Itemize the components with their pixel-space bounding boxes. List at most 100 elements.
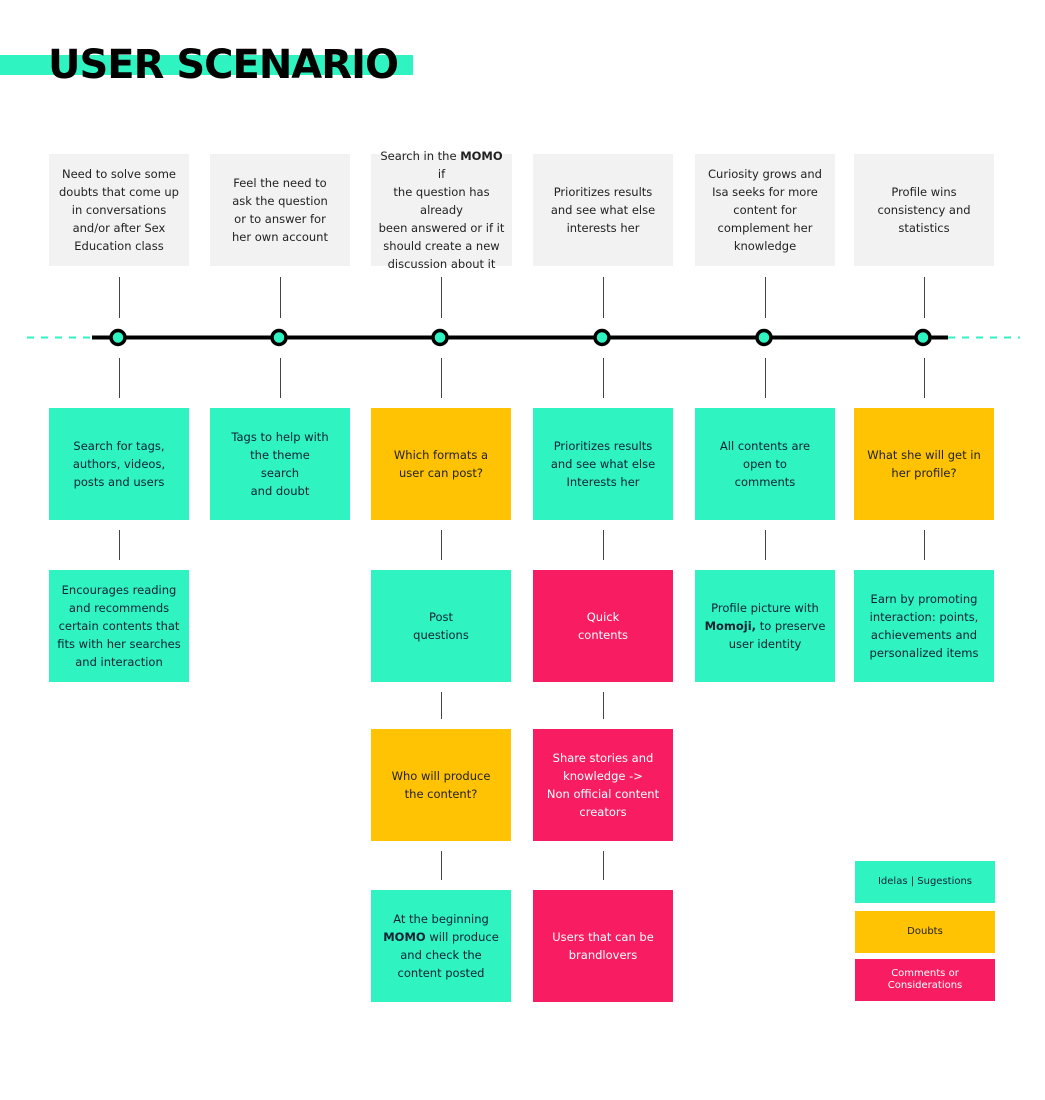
timeline-node: [109, 328, 127, 347]
connector-line: [280, 277, 281, 318]
text-line: content for: [733, 203, 797, 217]
timeline: [27, 328, 1020, 347]
timeline-node: [914, 328, 932, 347]
text-line: Need to solve some: [62, 167, 176, 181]
timeline-node: [270, 328, 288, 347]
text-line: Prioritizes results: [553, 185, 653, 199]
text-line: Momoji, to preserve: [704, 619, 826, 633]
text-line: user can post?: [399, 466, 483, 480]
text-line: Who will produce: [391, 769, 491, 783]
text-line: All contents are: [719, 439, 811, 453]
text-line: and see what else: [550, 457, 656, 471]
connector-line: [603, 692, 604, 719]
text-line: and recommends: [68, 601, 170, 615]
text-line: Isa seeks for more: [712, 185, 818, 199]
connector-line: [603, 851, 604, 880]
context-text: Need to solve some doubts that come up in …: [59, 165, 179, 255]
text-line: interests her: [566, 221, 640, 235]
card-text: Users that can be brandlovers: [552, 928, 654, 964]
connector-line: [441, 277, 442, 318]
text-line: in conversations: [71, 203, 167, 217]
text-line: Feel the need to: [233, 176, 327, 190]
text-line: Post: [428, 610, 454, 624]
text-line: and/or after Sex: [72, 221, 166, 235]
text-line: contents: [577, 628, 629, 642]
title-highlight: [0, 55, 413, 75]
text-line: and interaction: [75, 655, 163, 669]
context-card: Prioritizes results and see what else inte…: [533, 154, 673, 266]
connector-line: [603, 358, 604, 398]
connector-line: [924, 358, 925, 398]
text-line: posts and users: [73, 475, 165, 489]
legend-item: Doubts: [855, 911, 995, 953]
text-line: should create a new: [383, 239, 500, 253]
idea-card: Search for tags, authors, videos, posts an…: [49, 408, 189, 520]
connector-line: [119, 530, 120, 560]
text-line: and doubt: [250, 484, 310, 498]
text-line: fits with her searches: [57, 637, 181, 651]
text-line: content posted: [397, 966, 485, 980]
text-line: comments: [734, 475, 796, 489]
connector-line: [924, 277, 925, 318]
text-line: brandlovers: [568, 948, 638, 962]
connector-line: [765, 358, 766, 398]
idea-card: Post questions: [371, 570, 511, 682]
text-line: authors, videos,: [72, 457, 166, 471]
text-line: Search for tags,: [73, 439, 165, 453]
connector-line: [280, 358, 281, 398]
text-line: Share stories and: [552, 751, 654, 765]
text-line: Non official content: [546, 787, 660, 801]
timeline-node: [593, 328, 611, 347]
connector-line: [603, 530, 604, 560]
text-line: Users that can be: [552, 930, 654, 944]
text-line: knowledge ->: [563, 769, 643, 783]
text-line: the question has already: [393, 185, 490, 217]
text-line: consistency and: [877, 203, 971, 217]
context-text: Search in the MOMO if the question has al…: [375, 147, 508, 273]
card-text: Who will produce the content?: [392, 767, 491, 803]
text-line: Profile picture with: [711, 601, 819, 615]
text-line: and see what else: [550, 203, 656, 217]
text-line: certain contents that: [58, 619, 180, 633]
connector-line: [441, 692, 442, 719]
idea-card: Encourages reading and recommends certain …: [49, 570, 189, 682]
text-line: the content?: [404, 787, 478, 801]
connector-line: [441, 851, 442, 880]
text-line: ask the question: [232, 194, 328, 208]
text-line: interaction: points,: [869, 610, 979, 624]
legend-item: Idelas | Sugestions: [855, 861, 995, 903]
card-text: Post questions: [413, 608, 469, 644]
text-line: questions: [413, 628, 469, 642]
context-card: Search in the MOMO if the question has al…: [371, 149, 512, 271]
text-line: Search in the MOMO if: [380, 149, 503, 181]
text-line: user identity: [728, 637, 802, 651]
connector-line: [441, 530, 442, 560]
connector-line: [765, 277, 766, 318]
context-text: Prioritizes results and see what else inte…: [551, 183, 655, 237]
text-line: doubts that come up: [59, 185, 179, 199]
text-line: her profile?: [891, 466, 957, 480]
text-line: Prioritizes results: [553, 439, 653, 453]
text-line: Tags to help with: [231, 430, 329, 444]
connector-line: [924, 530, 925, 560]
text-line: MOMO will produce: [383, 930, 499, 944]
text-line: Encourages reading: [61, 583, 177, 597]
text-line: complement her: [717, 221, 813, 235]
comment-card: Users that can be brandlovers: [533, 890, 673, 1002]
